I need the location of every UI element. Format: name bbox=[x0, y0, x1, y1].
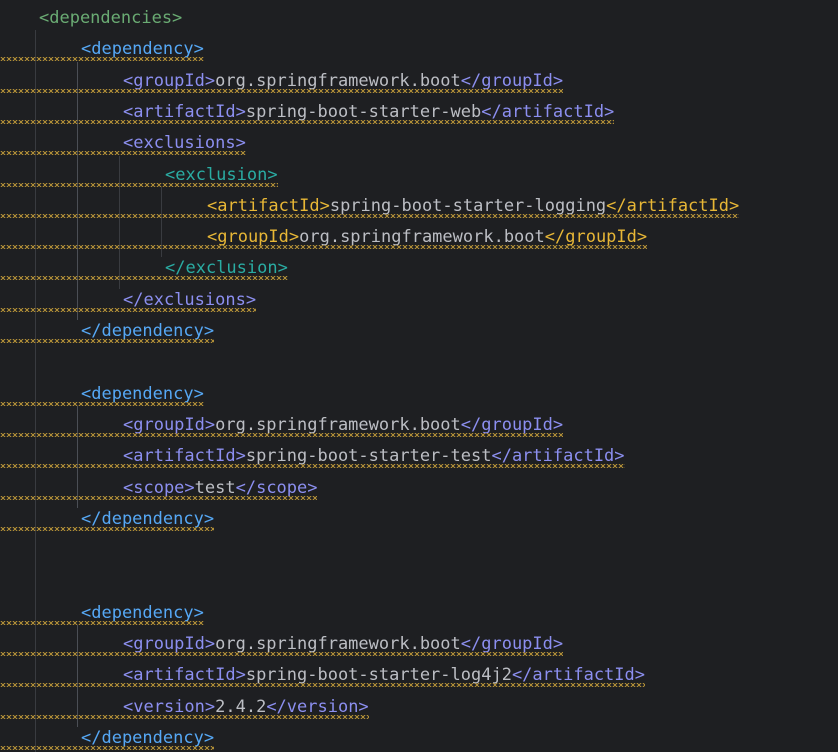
xml-tag: <groupId> bbox=[123, 70, 216, 91]
warning-underline bbox=[0, 119, 615, 124]
xml-tag: </groupId> bbox=[460, 414, 564, 435]
xml-tag: <exclusions> bbox=[123, 133, 246, 154]
code-line[interactable]: <dependency> bbox=[81, 34, 204, 65]
code-line[interactable]: <dependency> bbox=[81, 598, 204, 629]
xml-tag: </groupId> bbox=[544, 227, 648, 248]
xml-tag: <version> bbox=[123, 696, 216, 717]
code-line[interactable]: </exclusions> bbox=[123, 285, 256, 316]
warning-underline bbox=[0, 620, 204, 625]
warning-underline bbox=[0, 151, 246, 156]
code-line[interactable]: <artifactId>spring-boot-starter-web</art… bbox=[123, 97, 614, 128]
indent-guide bbox=[77, 625, 78, 727]
xml-tag: </exclusions> bbox=[123, 289, 257, 310]
xml-tag: <dependency> bbox=[81, 602, 204, 623]
xml-tag: </artifactId> bbox=[511, 665, 645, 686]
warning-underline bbox=[0, 339, 215, 343]
code-line[interactable]: <artifactId>spring-boot-starter-test</ar… bbox=[123, 441, 625, 472]
xml-tag: </dependency> bbox=[81, 321, 215, 341]
code-line[interactable]: <groupId>org.springframework.boot</group… bbox=[123, 629, 563, 660]
indent-guide bbox=[77, 405, 78, 508]
code-line[interactable]: </exclusion> bbox=[165, 253, 288, 284]
warning-underline bbox=[0, 57, 204, 62]
code-line[interactable]: <scope>test</scope> bbox=[123, 473, 318, 504]
code-line[interactable]: <exclusions> bbox=[123, 128, 246, 159]
code-line[interactable]: <dependencies> bbox=[39, 3, 182, 34]
xml-tag: </dependency> bbox=[81, 727, 215, 748]
xml-tag: <exclusion> bbox=[165, 164, 278, 185]
warning-underline bbox=[0, 464, 625, 469]
warning-underline bbox=[0, 213, 740, 218]
code-line[interactable]: </dependency> bbox=[81, 316, 214, 347]
code-line[interactable]: <groupId>org.springframework.boot</group… bbox=[123, 410, 563, 441]
warning-underline bbox=[0, 683, 646, 688]
xml-value: org.springframework.boot bbox=[299, 227, 545, 248]
xml-tag: <dependency> bbox=[81, 39, 204, 60]
warning-underline bbox=[0, 652, 564, 656]
warning-underline bbox=[0, 182, 278, 187]
warning-underline bbox=[0, 714, 369, 719]
indent-guide bbox=[161, 186, 162, 258]
code-line[interactable]: <version>2.4.2</version> bbox=[123, 692, 369, 723]
warning-underline bbox=[0, 432, 564, 437]
xml-value: spring-boot-starter-web bbox=[245, 101, 482, 122]
code-line[interactable]: </dependency> bbox=[81, 504, 214, 535]
xml-tag: </groupId> bbox=[460, 634, 564, 654]
xml-tag: </artifactId> bbox=[491, 446, 625, 467]
code-line[interactable]: </dependency> bbox=[81, 723, 214, 752]
xml-tag: </artifactId> bbox=[606, 195, 740, 216]
warning-underline bbox=[0, 401, 204, 406]
code-line[interactable]: <groupId>org.springframework.boot</group… bbox=[123, 66, 563, 97]
indent-guide bbox=[77, 61, 78, 320]
xml-tag: <artifactId> bbox=[207, 195, 330, 216]
xml-value: org.springframework.boot bbox=[215, 634, 461, 654]
warning-underline bbox=[0, 526, 215, 531]
xml-tag: </dependency> bbox=[81, 508, 215, 529]
warning-underline bbox=[0, 245, 648, 250]
xml-value: org.springframework.boot bbox=[215, 70, 461, 91]
xml-value: spring-boot-starter-logging bbox=[329, 195, 607, 216]
xml-value: 2.4.2 bbox=[215, 696, 267, 717]
indent-guide bbox=[35, 30, 36, 752]
warning-underline bbox=[0, 276, 288, 281]
code-line[interactable]: <artifactId>spring-boot-starter-log4j2</… bbox=[123, 660, 645, 691]
xml-value: spring-boot-starter-test bbox=[245, 446, 492, 467]
xml-tag: </artifactId> bbox=[481, 101, 615, 122]
xml-value: org.springframework.boot bbox=[215, 414, 461, 435]
xml-tag: <artifactId> bbox=[123, 101, 246, 122]
xml-tag: <dependencies> bbox=[39, 8, 183, 28]
warning-underline bbox=[0, 745, 215, 750]
warning-underline bbox=[0, 495, 318, 500]
code-line[interactable]: <exclusion> bbox=[165, 160, 278, 191]
warning-underline bbox=[0, 88, 564, 93]
xml-tag: <artifactId> bbox=[123, 446, 246, 467]
xml-value: spring-boot-starter-log4j2 bbox=[245, 665, 512, 686]
indent-guide bbox=[119, 155, 120, 289]
xml-value: test bbox=[194, 477, 236, 498]
xml-tag: <groupId> bbox=[123, 414, 216, 435]
xml-tag: </exclusion> bbox=[165, 258, 288, 279]
code-line[interactable]: <groupId>org.springframework.boot</group… bbox=[207, 222, 647, 253]
xml-tag: <groupId> bbox=[123, 634, 216, 654]
xml-tag: </scope> bbox=[235, 477, 318, 498]
warning-underline bbox=[0, 307, 257, 312]
xml-tag: <dependency> bbox=[81, 383, 204, 404]
xml-tag: </groupId> bbox=[460, 70, 564, 91]
xml-tag: <scope> bbox=[123, 477, 195, 498]
code-line[interactable]: <artifactId>spring-boot-starter-logging<… bbox=[207, 191, 739, 222]
xml-tag: <groupId> bbox=[207, 227, 300, 248]
xml-tag: <artifactId> bbox=[123, 665, 246, 686]
code-line[interactable]: <dependency> bbox=[81, 379, 204, 410]
xml-tag: </version> bbox=[266, 696, 369, 717]
